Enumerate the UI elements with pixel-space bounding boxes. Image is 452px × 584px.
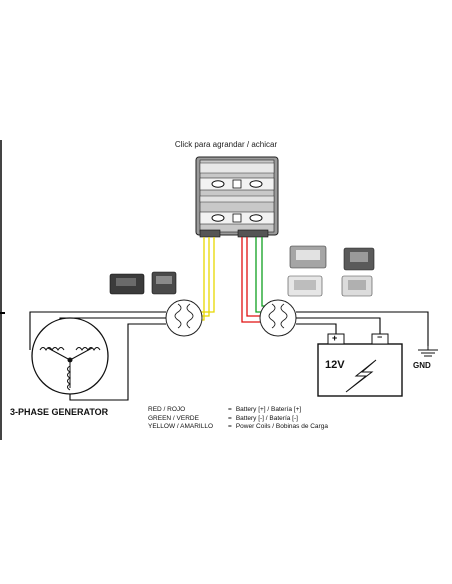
legend-key: GREEN / VERDE [148,414,199,422]
diagram-caption[interactable]: Click para agrandar / achicar [174,140,278,149]
coil-connector [165,299,203,337]
battery-wires [296,311,429,346]
battery-minus-sign: − [377,332,383,342]
ground-symbol [418,346,438,357]
legend-value: Battery [+] / Batería [+] [235,406,302,413]
legend-row-yellow: YELLOW / AMARILLO= Power Coils / Bobinas… [148,423,328,430]
edge-wire [0,312,5,314]
three-phase-generator [31,317,109,395]
legend-value: Battery [-] / Batería [-] [235,414,298,422]
legend-key: RED / ROJO [148,406,186,413]
legend-row-green: GREEN / VERDE= Battery [-] / Batería [-] [148,414,298,422]
page-left-edge [0,140,2,440]
battery-plus-sign: + [332,333,338,343]
plug-photo-left [109,271,177,295]
ground-label: GND [413,361,431,370]
regulator-rectifier [195,156,279,238]
legend-key: YELLOW / AMARILLO [148,423,214,430]
legend-value: Power Coils / Bobinas de Carga [235,423,328,430]
battery-voltage-label: 12V [325,359,345,371]
battery-connector [259,299,297,337]
lightning-icon [345,359,377,393]
generator-label: 3-PHASE GENERATOR [10,407,109,417]
wire-color-legend: RED / ROJO= Battery [+] / Batería [+] GR… [148,406,328,432]
plug-photo-right [287,245,375,297]
battery [317,333,403,397]
legend-row-red: RED / ROJO= Battery [+] / Batería [+] [148,406,302,413]
